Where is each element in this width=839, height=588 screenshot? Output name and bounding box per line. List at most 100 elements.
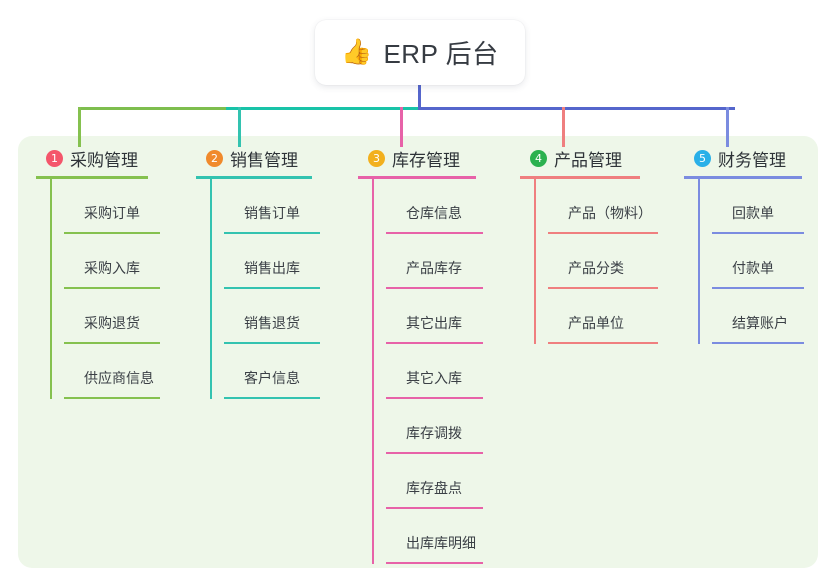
column-title-2: 销售管理 bbox=[230, 150, 298, 170]
drop-connector-3 bbox=[400, 107, 403, 147]
list-item-rule bbox=[712, 342, 804, 344]
list-item[interactable]: 采购入库 bbox=[50, 234, 160, 289]
list-item-rule bbox=[386, 507, 483, 509]
list-item-label: 销售订单 bbox=[244, 205, 300, 221]
list-item-label: 采购退货 bbox=[84, 315, 140, 331]
list-item-label: 产品库存 bbox=[406, 260, 462, 276]
list-item[interactable]: 产品单位 bbox=[534, 289, 658, 344]
list-item-rule bbox=[548, 232, 658, 234]
column-badge-5: 5 bbox=[694, 149, 711, 167]
list-item-rule bbox=[386, 232, 483, 234]
column-spine-4 bbox=[534, 179, 536, 344]
list-item[interactable]: 仓库信息 bbox=[372, 179, 483, 234]
list-item[interactable]: 销售订单 bbox=[210, 179, 320, 234]
list-item-label: 销售出库 bbox=[244, 260, 300, 276]
column-header-2[interactable]: 2 销售管理 bbox=[196, 146, 312, 170]
list-item-rule bbox=[386, 562, 483, 564]
column-items-5: 回款单付款单结算账户 bbox=[684, 179, 804, 344]
list-item[interactable]: 回款单 bbox=[698, 179, 804, 234]
list-item-label: 回款单 bbox=[732, 205, 774, 221]
list-item[interactable]: 其它出库 bbox=[372, 289, 483, 344]
list-item[interactable]: 出库库明细 bbox=[372, 509, 483, 564]
list-item[interactable]: 库存盘点 bbox=[372, 454, 483, 509]
column-badge-4: 4 bbox=[530, 149, 547, 167]
list-item-rule bbox=[64, 287, 160, 289]
bus-segment-3 bbox=[418, 107, 735, 110]
list-item-rule bbox=[64, 342, 160, 344]
root-node-erp-backend[interactable]: 👍 ERP 后台 bbox=[315, 20, 525, 85]
column-items-3: 仓库信息产品库存其它出库其它入库库存调拨库存盘点出库库明细 bbox=[358, 179, 483, 564]
thumbs-up-emoji: 👍 bbox=[341, 38, 373, 66]
list-item-rule bbox=[64, 232, 160, 234]
column-header-rule-1 bbox=[36, 176, 148, 179]
column-badge-1: 1 bbox=[46, 149, 63, 167]
column-badge-3: 3 bbox=[368, 149, 385, 167]
list-item-rule bbox=[224, 287, 320, 289]
column-header-3[interactable]: 3 库存管理 bbox=[358, 146, 476, 170]
list-item-rule bbox=[548, 287, 658, 289]
list-item-label: 付款单 bbox=[732, 260, 774, 276]
column-title-1: 采购管理 bbox=[70, 150, 138, 170]
background-panel bbox=[18, 136, 818, 568]
column-2: 2 销售管理销售订单销售出库销售退货客户信息 bbox=[196, 146, 320, 399]
list-item[interactable]: 产品分类 bbox=[534, 234, 658, 289]
list-item-rule bbox=[224, 342, 320, 344]
list-item[interactable]: 产品库存 bbox=[372, 234, 483, 289]
column-header-rule-3 bbox=[358, 176, 476, 179]
list-item[interactable]: 产品（物料） bbox=[534, 179, 658, 234]
list-item[interactable]: 库存调拨 bbox=[372, 399, 483, 454]
list-item-rule bbox=[386, 287, 483, 289]
column-badge-2: 2 bbox=[206, 149, 223, 167]
drop-connector-2 bbox=[238, 107, 241, 147]
column-items-2: 销售订单销售出库销售退货客户信息 bbox=[196, 179, 320, 399]
column-spine-5 bbox=[698, 179, 700, 344]
column-spine-2 bbox=[210, 179, 212, 399]
column-header-rule-4 bbox=[520, 176, 640, 179]
list-item-label: 产品分类 bbox=[568, 260, 624, 276]
list-item-rule bbox=[386, 397, 483, 399]
list-item-rule bbox=[712, 232, 804, 234]
list-item-rule bbox=[386, 452, 483, 454]
bus-segment-2 bbox=[226, 107, 418, 110]
column-1: 1 采购管理采购订单采购入库采购退货供应商信息 bbox=[36, 146, 160, 399]
list-item[interactable]: 销售退货 bbox=[210, 289, 320, 344]
column-header-1[interactable]: 1 采购管理 bbox=[36, 146, 148, 170]
list-item-label: 出库库明细 bbox=[406, 535, 476, 551]
column-3: 3 库存管理仓库信息产品库存其它出库其它入库库存调拨库存盘点出库库明细 bbox=[358, 146, 483, 564]
root-stem-connector bbox=[418, 85, 421, 109]
column-items-1: 采购订单采购入库采购退货供应商信息 bbox=[36, 179, 160, 399]
list-item-label: 客户信息 bbox=[244, 370, 300, 386]
list-item-rule bbox=[224, 397, 320, 399]
root-node-title: ERP 后台 bbox=[383, 39, 499, 69]
list-item[interactable]: 付款单 bbox=[698, 234, 804, 289]
list-item-label: 其它入库 bbox=[406, 370, 462, 386]
list-item-label: 产品单位 bbox=[568, 315, 624, 331]
column-title-3: 库存管理 bbox=[392, 150, 460, 170]
list-item-label: 销售退货 bbox=[244, 315, 300, 331]
list-item-label: 供应商信息 bbox=[84, 370, 154, 386]
list-item-rule bbox=[548, 342, 658, 344]
list-item[interactable]: 采购退货 bbox=[50, 289, 160, 344]
drop-connector-5 bbox=[726, 107, 729, 147]
list-item[interactable]: 客户信息 bbox=[210, 344, 320, 399]
list-item[interactable]: 结算账户 bbox=[698, 289, 804, 344]
list-item[interactable]: 其它入库 bbox=[372, 344, 483, 399]
list-item[interactable]: 供应商信息 bbox=[50, 344, 160, 399]
list-item-label: 库存调拨 bbox=[406, 425, 462, 441]
list-item-rule bbox=[64, 397, 160, 399]
drop-connector-4 bbox=[562, 107, 565, 147]
column-header-rule-5 bbox=[684, 176, 802, 179]
list-item-label: 采购订单 bbox=[84, 205, 140, 221]
list-item[interactable]: 采购订单 bbox=[50, 179, 160, 234]
list-item-label: 结算账户 bbox=[732, 315, 788, 331]
list-item-label: 产品（物料） bbox=[568, 205, 652, 221]
list-item-label: 库存盘点 bbox=[406, 480, 462, 496]
list-item[interactable]: 销售出库 bbox=[210, 234, 320, 289]
drop-connector-1 bbox=[78, 107, 81, 147]
column-spine-1 bbox=[50, 179, 52, 399]
